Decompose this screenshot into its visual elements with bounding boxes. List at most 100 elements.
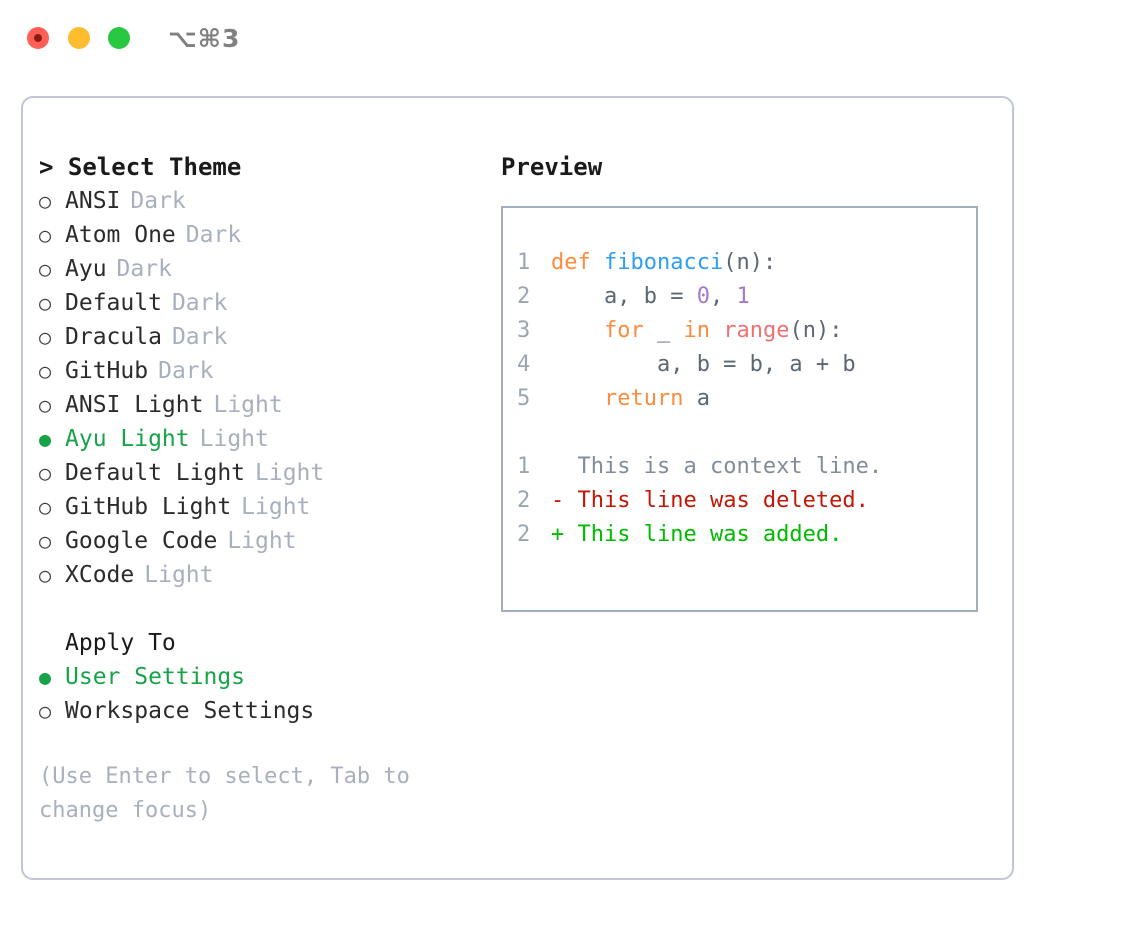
theme-list-item[interactable]: ○ Dracula Dark: [39, 320, 469, 354]
apply-to-list: ● User Settings ○ Workspace Settings: [39, 660, 469, 728]
radio-unselected-icon: ○: [39, 257, 52, 281]
radio-unselected-icon: ○: [39, 291, 52, 315]
diff-marker: +: [551, 522, 578, 547]
theme-list-item[interactable]: ○ Atom One Dark: [39, 218, 469, 252]
apply-to-option[interactable]: ○ Workspace Settings: [39, 694, 469, 728]
diff-line: 2- This line was deleted.: [517, 484, 976, 518]
code-line-text: a, b = b, a + b: [551, 348, 856, 382]
radio-unselected-icon: ○: [39, 699, 52, 723]
code-line-text: for _ in range(n):: [551, 314, 842, 348]
code-token: [710, 318, 723, 343]
theme-panel-heading: > Select Theme: [39, 153, 242, 181]
diff-marker: -: [551, 488, 578, 513]
close-button[interactable]: [27, 27, 49, 49]
code-line-number: 2: [517, 284, 531, 309]
code-token: def: [551, 250, 604, 275]
theme-kind-badge: Dark: [171, 324, 228, 350]
theme-kind-badge: Dark: [158, 358, 214, 384]
radio-unselected-icon: ○: [39, 223, 52, 247]
theme-kind-badge: Dark: [171, 290, 228, 316]
diff-line-number: 2: [517, 488, 531, 513]
code-line-number: 4: [517, 352, 531, 377]
minimize-button[interactable]: [68, 27, 90, 49]
theme-kind-badge: Dark: [185, 222, 242, 248]
code-line: 4 a, b = b, a + b: [517, 348, 976, 382]
theme-list-item[interactable]: ○ ANSI Dark: [39, 184, 469, 218]
code-spacer: [517, 416, 976, 450]
code-line-text: a, b = 0, 1: [551, 280, 750, 314]
radio-selected-icon: ●: [39, 427, 52, 451]
preview-heading: Preview: [501, 153, 603, 181]
radio-unselected-icon: ○: [39, 325, 52, 349]
code-token: (n):: [723, 250, 777, 275]
radio-unselected-icon: ○: [39, 189, 52, 213]
code-line-text: return a: [551, 382, 710, 416]
title-bar: ⌥⌘3: [0, 0, 1140, 78]
code-token: a: [683, 386, 710, 411]
apply-to-label: Workspace Settings: [65, 698, 315, 724]
theme-name: ANSI Light: [65, 392, 204, 418]
code-line: 5 return a: [517, 382, 976, 416]
radio-unselected-icon: ○: [39, 529, 52, 553]
code-line: 2 a, b = 0, 1: [517, 280, 976, 314]
apply-to-heading: Apply To: [65, 630, 176, 656]
code-token: ,: [709, 284, 737, 309]
diff-line-text: This is a context line.: [577, 454, 883, 479]
code-token: (n):: [789, 318, 843, 343]
code-token: a, b =: [551, 284, 697, 309]
theme-name: ANSI: [65, 188, 121, 214]
code-token: 1: [736, 284, 750, 309]
code-token: fibonacci: [603, 250, 724, 275]
diff-sample: 1 This is a context line.2- This line wa…: [517, 450, 976, 552]
code-token: return: [551, 386, 684, 411]
code-line-text: def fibonacci(n):: [551, 246, 776, 280]
keyboard-hint-text: (Use Enter to select, Tab to change focu…: [39, 764, 410, 823]
code-token: for: [551, 318, 644, 343]
radio-unselected-icon: ○: [39, 495, 52, 519]
diff-line-text: This line was added.: [577, 522, 843, 547]
radio-unselected-icon: ○: [39, 461, 52, 485]
theme-name: Default: [65, 290, 162, 316]
theme-kind-badge: Light: [199, 426, 269, 452]
code-line-number: 3: [517, 318, 531, 343]
theme-kind-badge: Dark: [116, 256, 172, 282]
theme-list-item[interactable]: ● Ayu Light Light: [39, 422, 469, 456]
code-token: _: [643, 318, 684, 343]
diff-line: 2 + This line was added.: [517, 518, 976, 552]
theme-list-item[interactable]: ○ GitHub Dark: [39, 354, 469, 388]
diff-line-text: This line was deleted.: [577, 488, 869, 513]
theme-name: GitHub: [65, 358, 149, 384]
diff-line: 1 This is a context line.: [517, 450, 976, 484]
code-token: in: [683, 318, 710, 343]
theme-list-item[interactable]: ○ Default Dark: [39, 286, 469, 320]
theme-name: XCode: [65, 562, 135, 588]
apply-to-label: User Settings: [65, 664, 246, 690]
theme-kind-badge: Dark: [130, 188, 186, 214]
maximize-button[interactable]: [108, 27, 130, 49]
theme-kind-badge: Light: [213, 392, 283, 418]
theme-kind-badge: Light: [227, 528, 297, 554]
diff-line-number: 2: [517, 522, 531, 547]
code-line: 3 for _ in range(n):: [517, 314, 976, 348]
theme-name: Atom One: [65, 222, 176, 248]
theme-name: Ayu Light: [65, 426, 190, 452]
theme-name: Dracula: [65, 324, 162, 350]
theme-name: GitHub Light: [65, 494, 232, 520]
apply-to-option[interactable]: ● User Settings: [39, 660, 469, 694]
theme-kind-badge: Light: [144, 562, 214, 588]
radio-selected-icon: ●: [39, 665, 52, 689]
radio-unselected-icon: ○: [39, 359, 52, 383]
